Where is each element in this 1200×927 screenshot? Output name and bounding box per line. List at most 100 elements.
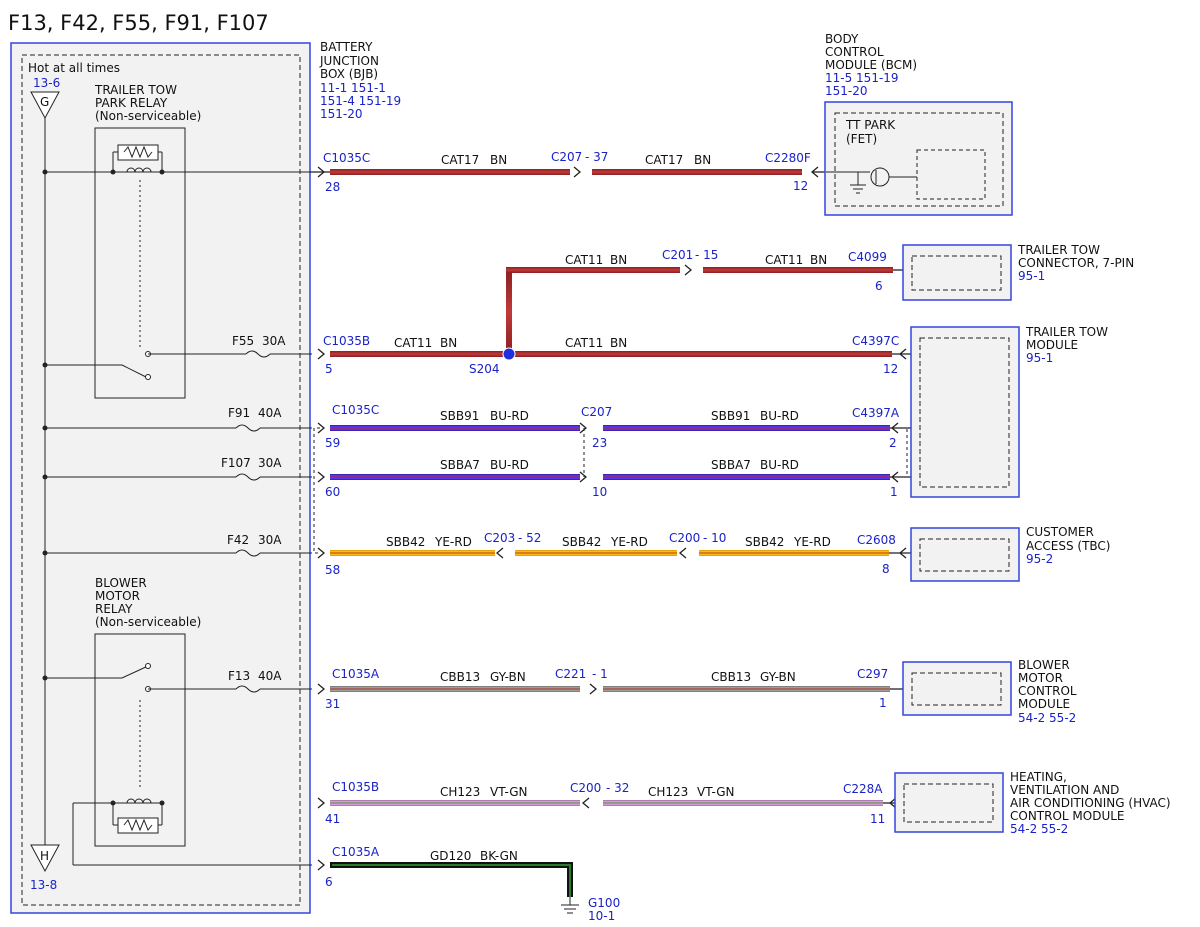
cbb13-bjb-pin: 31: [325, 697, 340, 711]
fuse-f91-rating: 40A: [258, 406, 282, 420]
fuse-f42-name: F42: [227, 533, 249, 547]
gd120-bjb-pin: 6: [325, 875, 333, 889]
fuse-f91-name: F91: [228, 406, 250, 420]
cat17-color-a: BN: [490, 153, 507, 167]
sbb42-color-c: YE-RD: [793, 535, 831, 549]
cat11-upper-color-b: BN: [810, 253, 827, 267]
wire-gd120: C1035A 6 GD120 BK-GN G100 10-1: [325, 845, 620, 923]
wire-cat11-lower: C1035B 5 CAT11 BN CAT11 BN C4397C 12: [323, 270, 899, 376]
fuse-f13-rating: 40A: [258, 669, 282, 683]
sbb91-end-conn: C4397A: [852, 406, 900, 420]
wire-sbba7: 60 SBBA7 BU-RD 10 SBBA7 BU-RD 1: [325, 458, 898, 499]
wire-sbb91: C1035C 59 SBB91 BU-RD C207 23 SBB91 BU-R…: [325, 403, 900, 450]
trailer-module-name: TRAILER TOW MODULE: [1025, 325, 1112, 352]
trailer-module-box: [910, 326, 1020, 498]
sbba7-end-pin: 1: [890, 485, 898, 499]
sbb91-circuit-a: SBB91: [440, 409, 479, 423]
bcm-box: [824, 101, 1013, 216]
fuse-f107-rating: 30A: [258, 456, 282, 470]
h-connector-letter: H: [40, 849, 49, 863]
blower-relay-label: BLOWER MOTOR RELAY (Non-serviceable): [95, 576, 201, 629]
blower-module-box: [902, 661, 1012, 716]
ground-g100-icon: [561, 897, 579, 914]
cat17-bjb-conn: C1035C: [323, 151, 370, 165]
cat11-lower-end-conn: C4397C: [852, 334, 899, 348]
sbb42-bjb-pin: 58: [325, 563, 340, 577]
cat11-lower-circuit-a: CAT11: [394, 336, 432, 350]
fuse-f107: F107 30A: [42, 456, 312, 481]
customer-access-box: [910, 527, 1020, 582]
cat17-inline-pin: - 37: [585, 150, 608, 164]
cat11-upper-circuit-a: CAT11: [565, 253, 603, 267]
sbb42-inline1-conn: C203: [484, 531, 515, 545]
cbb13-color-a: GY-BN: [490, 670, 526, 684]
cat11-lower-color-a: BN: [440, 336, 457, 350]
customer-access-name: CUSTOMER ACCESS (TBC): [1026, 525, 1110, 553]
blower-module-name: BLOWER MOTOR CONTROL MODULE: [1018, 658, 1080, 711]
fuse-f13-name: F13: [228, 669, 250, 683]
ground-g100-ref: 10-1: [588, 909, 615, 923]
trailer-relay-box: [94, 127, 186, 399]
sbb91-bjb-pin: 59: [325, 436, 340, 450]
cat17-end-conn: C2280F: [765, 151, 811, 165]
fet-icon: [826, 167, 917, 194]
bjb-box: [10, 42, 311, 914]
cat11-upper-end-pin: 6: [875, 279, 883, 293]
sbb42-end-pin: 8: [882, 562, 890, 576]
fuse-f55-rating: 30A: [262, 334, 286, 348]
blower-relay-switch-icon: [42, 663, 151, 790]
trailer-relay-label: TRAILER TOW PARK RELAY (Non-serviceable): [94, 83, 201, 123]
cat11-lower-bjb-pin: 5: [325, 362, 333, 376]
bcm-name: BODY CONTROL MODULE (BCM): [825, 32, 917, 72]
blower-relay-coil-icon: [73, 798, 165, 834]
wire-cbb13: C1035A 31 CBB13 GY-BN C221 - 1 CBB13 GY-…: [325, 667, 890, 711]
page-title: F13, F42, F55, F91, F107: [8, 11, 269, 35]
fuse-f42-rating: 30A: [258, 533, 282, 547]
cat11-lower-end-pin: 12: [883, 362, 898, 376]
sbb42-circuit-c: SBB42: [745, 535, 784, 549]
c1035c-bracket: [313, 427, 320, 554]
sbb42-color-a: YE-RD: [434, 535, 472, 549]
cat17-end-pin: 12: [793, 179, 808, 193]
gd120-circuit: GD120: [430, 849, 471, 863]
ch123-color-a: VT-GN: [490, 785, 527, 799]
sbba7-circuit-a: SBBA7: [440, 458, 480, 472]
fuse-f42: F42 30A: [42, 533, 312, 557]
sbb42-inline2-pin: - 10: [703, 531, 726, 545]
cbb13-end-pin: 1: [879, 696, 887, 710]
g-connector-letter: G: [40, 95, 49, 109]
wire-ch123: C1035B 41 CH123 VT-GN C200 - 32 CH123 VT…: [325, 780, 885, 826]
cat11-upper-inline-conn: C201: [662, 248, 693, 262]
customer-access-ref: 95-2: [1026, 552, 1053, 566]
cat11-upper-end-conn: C4099: [848, 250, 887, 264]
fuse-f91: F91 40A: [42, 406, 312, 432]
cbb13-inline-conn: C221: [555, 667, 586, 681]
cat17-circuit-a: CAT17: [441, 153, 479, 167]
sbb91-end-pin: 2: [889, 436, 897, 450]
hvac-module-name: HEATING, VENTILATION AND AIR CONDITIONIN…: [1010, 770, 1174, 823]
fuse-f55-name: F55: [232, 334, 254, 348]
cat11-lower-bjb-conn: C1035B: [323, 334, 370, 348]
trailer-connector-ref: 95-1: [1018, 269, 1045, 283]
hvac-module-ref: 54-2 55-2: [1010, 822, 1068, 836]
blower-relay-box: [94, 633, 186, 847]
fuse-f55: F55 30A: [148, 334, 312, 358]
splice-s204-label: S204: [469, 362, 500, 376]
sbb42-circuit-a: SBB42: [386, 535, 425, 549]
cbb13-color-b: GY-BN: [760, 670, 796, 684]
bjb-refs: 11-1 151-1 151-4 151-19 151-20: [320, 81, 405, 121]
sbba7-inline-pin: 10: [592, 485, 607, 499]
ch123-inline-conn: C200: [570, 781, 601, 795]
cbb13-inline-pin: - 1: [592, 667, 608, 681]
trailer-relay-coil-icon: [112, 144, 163, 350]
ch123-inline-pin: - 32: [606, 781, 629, 795]
bjb-name: BATTERY JUNCTION BOX (BJB): [319, 40, 383, 81]
sbb42-circuit-b: SBB42: [562, 535, 601, 549]
fuse-f107-name: F107: [221, 456, 251, 470]
wire-cat17: C1035C 28 CAT17 BN C207 - 37 CAT17 BN C2…: [323, 150, 811, 194]
cat17-circuit-b: CAT17: [645, 153, 683, 167]
g-connector-ref: 13-6: [33, 76, 60, 90]
cat11-lower-color-b: BN: [610, 336, 627, 350]
blower-module-ref: 54-2 55-2: [1018, 711, 1076, 725]
